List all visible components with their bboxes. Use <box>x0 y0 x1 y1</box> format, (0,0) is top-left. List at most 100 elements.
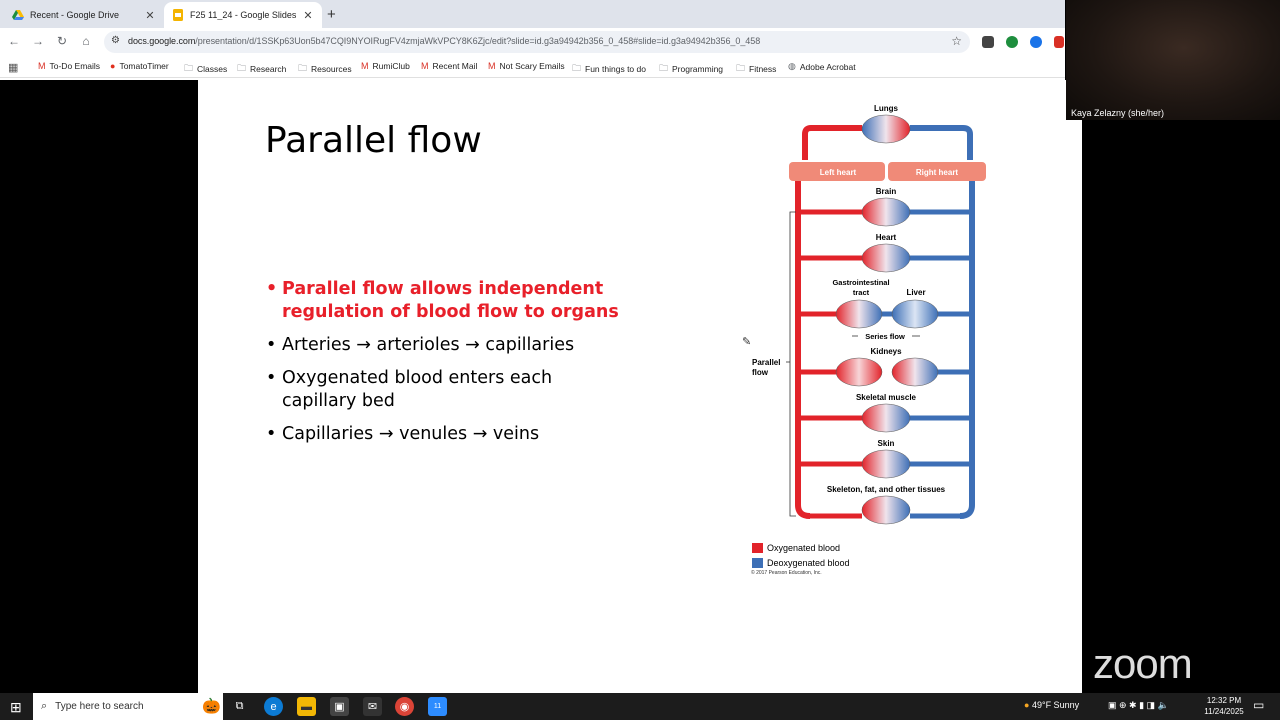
presentation-slide: Parallel flow Parallel flow allows indep… <box>198 80 1082 693</box>
brain-circuit <box>801 197 969 227</box>
forward-button[interactable]: → <box>32 34 44 48</box>
liver-label: Liver <box>906 288 925 297</box>
bullet-item: Oxygenated blood enters each capillary b… <box>266 367 626 413</box>
folder-icon: 🗀 <box>736 63 746 73</box>
parallel-flow-diagram: Lungs Left heart Right heart Brain Heart… <box>752 104 986 525</box>
folder-icon: 🗀 <box>184 63 194 73</box>
system-tray-icons[interactable]: ▣ ⊕ ✱ ▮ ◨ 🔈 <box>1108 700 1169 710</box>
lungs-capillary-bed <box>861 114 911 144</box>
heart-circuit <box>801 243 969 273</box>
windows-taskbar: ⊞ ⌕ Type here to search 🎃 ⧉ e ▬ ▣ ✉ ◉ 11… <box>0 693 1280 720</box>
bookmark-programming[interactable]: 🗀Programming <box>659 61 723 77</box>
weather-widget[interactable]: ● 49°F Sunny <box>1024 700 1080 710</box>
bullet-list: Parallel flow allows independent regulat… <box>266 278 626 456</box>
store-icon[interactable]: ▣ <box>330 697 349 716</box>
pumpkin-icon: 🎃 <box>202 698 221 715</box>
skin-label: Skin <box>878 439 895 448</box>
legend-item-oxygenated: Oxygenated blood <box>752 540 850 555</box>
skeleton-label: Skeleton, fat, and other tissues <box>827 485 946 494</box>
gi-liver-circuit <box>801 299 969 329</box>
folder-icon: 🗀 <box>298 63 308 73</box>
site-info-icon[interactable]: ⚙ <box>111 35 120 46</box>
extension-icon[interactable] <box>1030 36 1042 48</box>
extension-icon[interactable] <box>1054 36 1064 48</box>
bookmark-tomatotimer[interactable]: ●TomatoTimer <box>110 61 169 71</box>
apps-grid-icon[interactable]: ▦ <box>8 62 19 74</box>
close-tab-icon[interactable]: ✕ <box>145 9 155 22</box>
lungs-label: Lungs <box>874 104 899 113</box>
taskbar-clock[interactable]: 12:32 PM 11/24/2025 <box>1204 696 1244 716</box>
sun-icon: ● <box>1024 700 1030 710</box>
gmail-icon: M <box>38 61 46 71</box>
gi-label-line1: Gastrointestinal <box>832 278 889 287</box>
taskbar-search-box[interactable]: ⌕ Type here to search 🎃 <box>33 693 223 720</box>
brain-label: Brain <box>876 187 897 196</box>
reload-button[interactable]: ↻ <box>56 34 68 48</box>
bullet-item: Capillaries → venules → veins <box>266 423 626 446</box>
series-flow-label: Series flow <box>865 332 905 341</box>
copyright-text: © 2017 Pearson Education, Inc. <box>751 570 822 576</box>
pen-cursor-icon: ✎ <box>742 336 752 348</box>
grammarly-icon[interactable] <box>1006 36 1018 48</box>
bookmark-resources[interactable]: 🗀Resources <box>298 61 352 77</box>
file-explorer-icon[interactable]: ▬ <box>297 697 316 716</box>
new-tab-button[interactable]: + <box>327 6 336 23</box>
address-bar[interactable]: ⚙ docs.google.com/presentation/d/1SSKp63… <box>104 31 970 53</box>
bookmark-classes[interactable]: 🗀Classes <box>184 61 227 77</box>
pulmonary-vein <box>802 125 862 160</box>
skeleton-circuit <box>810 495 960 525</box>
url-text[interactable]: docs.google.com/presentation/d/1SSKp63Uo… <box>128 36 761 46</box>
left-heart-box <box>789 162 885 181</box>
chrome-icon[interactable]: ◉ <box>395 697 414 716</box>
tab-strip: Recent - Google Drive ✕ F25 11_24 - Goog… <box>0 0 1065 28</box>
skeletal-muscle-circuit <box>801 403 969 433</box>
gmail-icon: M <box>421 61 429 71</box>
kidney-circuit <box>801 357 969 387</box>
bookmark-star-icon[interactable]: ☆ <box>951 34 962 48</box>
tab-google-slides[interactable]: F25 11_24 - Google Slides ✕ <box>164 2 322 28</box>
parallel-flow-label-line2: flow <box>752 368 769 377</box>
kidneys-label: Kidneys <box>870 347 902 356</box>
zoom-video-tile[interactable]: Kaya Zelazny (she/her) <box>1066 0 1280 120</box>
folder-icon: 🗀 <box>237 63 247 73</box>
browser-window: Recent - Google Drive ✕ F25 11_24 - Goog… <box>0 0 1065 80</box>
back-button[interactable]: ← <box>8 34 20 48</box>
bookmark-adobe-acrobat[interactable]: ◍Adobe Acrobat <box>788 61 856 72</box>
home-button[interactable]: ⌂ <box>82 34 90 48</box>
task-view-icon[interactable]: ⧉ <box>235 700 244 712</box>
bullet-item: Arteries → arterioles → capillaries <box>266 334 626 357</box>
search-icon: ⌕ <box>41 700 48 712</box>
bookmark-fitness[interactable]: 🗀Fitness <box>736 61 776 77</box>
right-heart-box <box>888 162 986 181</box>
bookmark-research[interactable]: 🗀Research <box>237 61 286 77</box>
tab-google-drive[interactable]: Recent - Google Drive ✕ <box>4 2 164 28</box>
right-heart-label: Right heart <box>916 168 959 177</box>
extension-icon[interactable] <box>982 36 994 48</box>
skin-circuit <box>801 449 969 479</box>
tab-title: Recent - Google Drive <box>30 10 120 20</box>
parallel-flow-bracket <box>789 211 796 517</box>
windows-start-icon[interactable]: ⊞ <box>10 699 22 715</box>
folder-icon: 🗀 <box>572 63 582 73</box>
tab-title: F25 11_24 - Google Slides <box>190 10 297 20</box>
edge-icon[interactable]: e <box>264 697 283 716</box>
zoom-logo: zoom <box>1093 640 1193 687</box>
bookmark-fun-things-to-do[interactable]: 🗀Fun things to do <box>572 61 646 77</box>
zoom-app-icon[interactable]: 11 <box>428 697 447 716</box>
folder-icon: 🗀 <box>659 63 669 73</box>
participant-name: Kaya Zelazny (she/her) <box>1071 108 1165 118</box>
pulmonary-artery <box>910 125 973 160</box>
mail-icon[interactable]: ✉ <box>363 697 382 716</box>
heart-label: Heart <box>876 233 897 242</box>
aorta <box>795 180 811 519</box>
globe-icon: ◍ <box>788 61 796 71</box>
browser-toolbar: ← → ↻ ⌂ ⚙ docs.google.com/presentation/d… <box>0 28 1065 56</box>
notification-icon[interactable]: ▭ <box>1253 698 1265 712</box>
tomato-icon: ● <box>110 61 116 71</box>
close-tab-icon[interactable]: ✕ <box>303 9 313 22</box>
